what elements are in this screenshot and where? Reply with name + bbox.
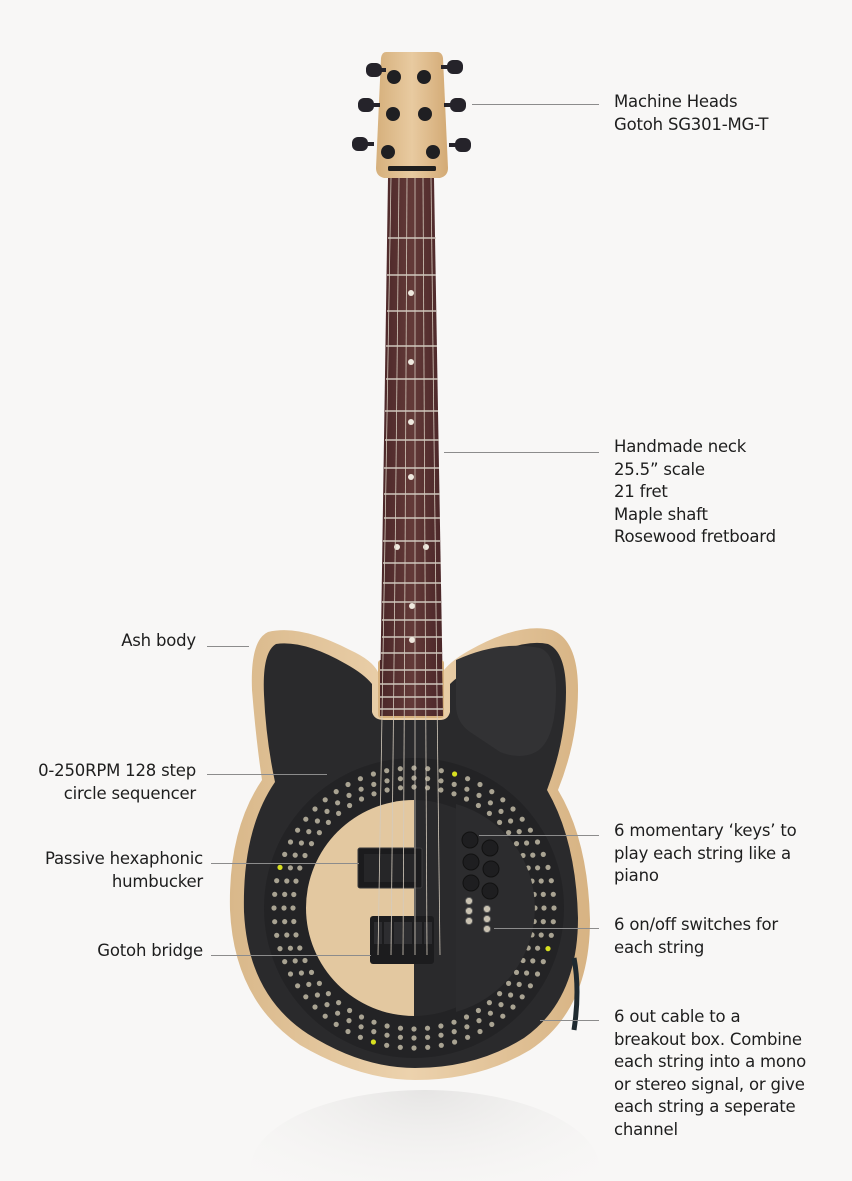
output-cable xyxy=(571,957,580,1031)
neck xyxy=(380,178,443,700)
body xyxy=(229,177,590,1080)
callout-humbucker: Passive hexaphonic humbucker xyxy=(45,849,203,891)
callout-cable: 6 out cable to a breakout box. Combine e… xyxy=(614,1007,806,1139)
leader-bridge xyxy=(211,955,371,956)
leader-cable xyxy=(540,1020,599,1021)
bridge xyxy=(370,916,434,964)
leader-machine-heads xyxy=(472,104,599,105)
machine-heads xyxy=(352,60,471,152)
leader-ash-body xyxy=(207,646,249,647)
headstock xyxy=(352,52,471,178)
callout-switches: 6 on/off switches for each string xyxy=(614,915,778,957)
humbucker xyxy=(357,847,423,889)
floor-reflection xyxy=(250,1090,600,1181)
callout-neck: Handmade neck 25.5” scale 21 fret Maple … xyxy=(614,437,776,546)
string-switches[interactable] xyxy=(464,896,492,934)
callout-ash-body: Ash body xyxy=(121,631,196,650)
callout-sequencer: 0-250RPM 128 step circle sequencer xyxy=(38,761,196,803)
leader-sequencer xyxy=(207,774,327,775)
leader-neck xyxy=(444,452,599,453)
callout-bridge: Gotoh bridge xyxy=(97,941,203,960)
callout-machine-heads: Machine Heads Gotoh SG301-MG-T xyxy=(614,92,769,134)
callout-keys: 6 momentary ‘keys’ to play each string l… xyxy=(614,821,797,885)
leader-humbucker xyxy=(211,863,359,864)
leader-switches xyxy=(494,928,599,929)
sequencer-led-dots[interactable] xyxy=(271,765,557,1051)
momentary-keys[interactable] xyxy=(461,831,500,900)
leader-keys xyxy=(479,835,599,836)
